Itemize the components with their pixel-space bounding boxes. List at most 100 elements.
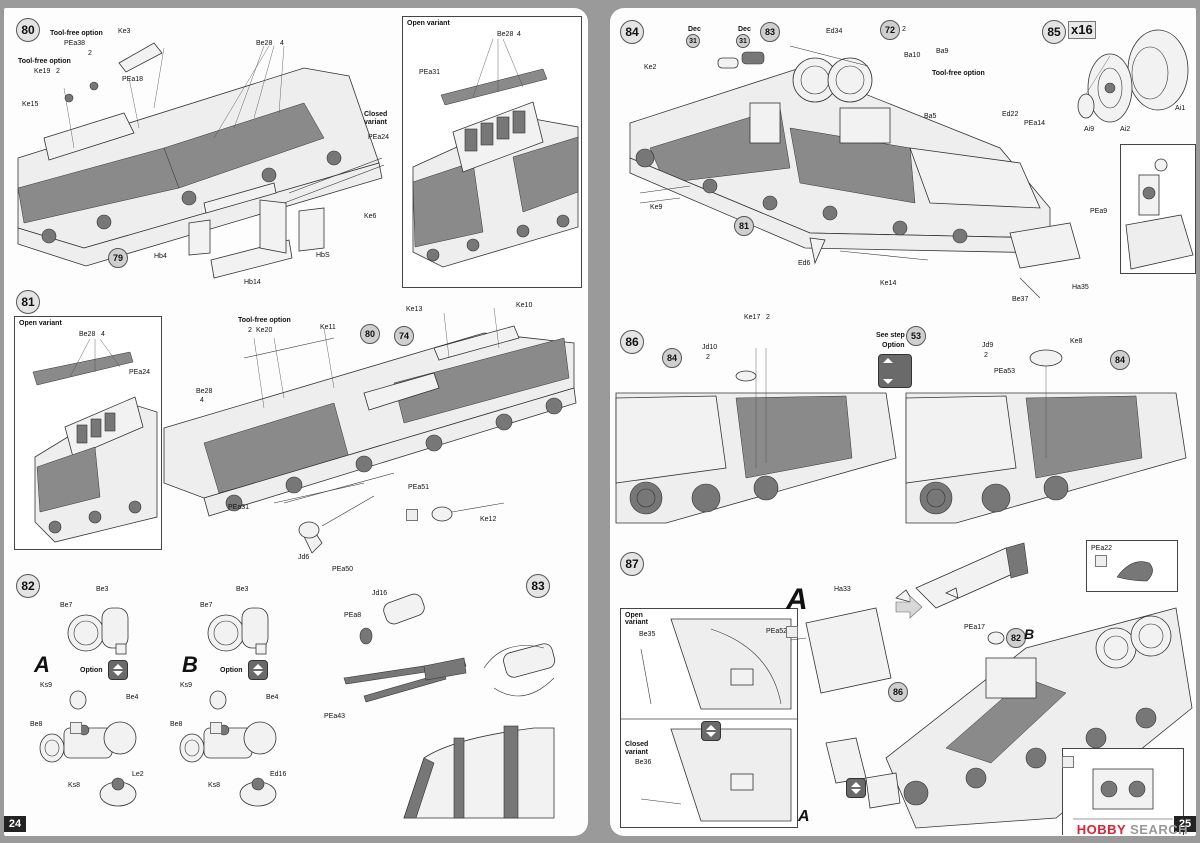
s83-pea8: PEa8 bbox=[344, 612, 362, 619]
s82-b-be3: Be3 bbox=[236, 586, 249, 593]
s82-b-glue-icon bbox=[210, 722, 222, 734]
step-87-drawing bbox=[790, 542, 1193, 829]
s84-ed34: Ed34 bbox=[826, 28, 843, 35]
s80-ke19-qty: 2 bbox=[56, 68, 60, 75]
s80-open-variant-drawing bbox=[412, 38, 579, 268]
s80-hb5: HbS bbox=[316, 252, 330, 259]
s82-a-be8: Be8 bbox=[30, 721, 43, 728]
s87-open-variant: Open variant bbox=[625, 612, 648, 626]
s82-variant-a: A bbox=[34, 652, 50, 677]
step-84-hull-drawing bbox=[629, 45, 1081, 299]
s81-open-be28: Be28 bbox=[79, 331, 96, 338]
s87-option-icon bbox=[846, 778, 866, 798]
s80-pea24: PEa24 bbox=[368, 134, 390, 141]
s82-a-option: Option bbox=[80, 667, 103, 674]
watermark-suffix: SEARCH bbox=[1130, 822, 1188, 837]
s82-a-ks8: Ks8 bbox=[68, 782, 81, 789]
s84-pea14: PEa14 bbox=[1024, 120, 1046, 127]
s82-a-be3: Be3 bbox=[96, 586, 109, 593]
s86-pea53: PEa53 bbox=[994, 368, 1016, 375]
s81-pea50: PEa50 bbox=[332, 566, 354, 573]
step-85-number: 85 bbox=[1042, 20, 1066, 44]
s80-pea38-qty: 2 bbox=[88, 50, 92, 57]
s81-ke20-qty: 2 bbox=[248, 327, 252, 334]
left-page-number: 24 bbox=[4, 816, 26, 832]
s81-ke11: Ke11 bbox=[320, 324, 336, 331]
s87-variant-drawing bbox=[621, 618, 797, 822]
s82-b-option-icon bbox=[248, 660, 268, 680]
s87-ref-82: 82 bbox=[1006, 628, 1026, 648]
s81-tool-free: Tool-free option bbox=[238, 317, 291, 324]
s87-variant-a-top: A bbox=[786, 583, 808, 616]
s81-decal-icon bbox=[406, 509, 418, 521]
s82-a-be4: Be4 bbox=[126, 694, 139, 701]
s87-variant-b: B bbox=[1024, 626, 1035, 642]
s80-closed-variant: Closed variant bbox=[364, 111, 388, 126]
s82-variant-b: B bbox=[182, 652, 198, 677]
step-83-drawing bbox=[343, 593, 556, 819]
s80-pea38: PEa38 bbox=[64, 40, 86, 47]
s84-ba9: Ba9 bbox=[936, 48, 949, 55]
s86-option-icon bbox=[878, 354, 912, 388]
s80-open-pea31: PEa31 bbox=[419, 69, 441, 76]
s84-ke2: Ke2 bbox=[644, 64, 657, 71]
s81-pea31: PEa31 bbox=[228, 504, 250, 511]
step-80-hull-drawing bbox=[17, 42, 385, 279]
s84-ke14: Ke14 bbox=[880, 280, 897, 287]
step-83-number: 83 bbox=[526, 574, 550, 598]
s87-engine-drawing bbox=[1073, 768, 1173, 820]
s82-b-ks8: Ks8 bbox=[208, 782, 221, 789]
s82-b-ks9: Ks9 bbox=[180, 682, 193, 689]
s80-tool-free-2: Tool-free option bbox=[18, 58, 71, 65]
s82-a-be7: Be7 bbox=[60, 602, 73, 609]
s80-hb14: Hb14 bbox=[244, 279, 261, 286]
s87-closed-variant: Closed variant bbox=[625, 741, 649, 756]
s86-jd9: Jd9 bbox=[982, 342, 994, 349]
s86-jd10: Jd10 bbox=[702, 344, 718, 351]
s81-ke13: Ke13 bbox=[406, 306, 423, 313]
s82-ed16: Ed16 bbox=[270, 771, 287, 778]
s84-ref-83: 83 bbox=[760, 22, 780, 42]
s84-dec-1-ref: 31 bbox=[686, 34, 700, 48]
s86-ref-84-right: 84 bbox=[1110, 350, 1130, 370]
s87-pea22-decal-icon bbox=[1095, 555, 1107, 567]
s80-ke19: Ke19 bbox=[34, 68, 51, 75]
s86-see-step-ref: 53 bbox=[906, 326, 926, 346]
s86-jd10-qty: 2 bbox=[706, 354, 710, 361]
s81-open-pea24: PEa24 bbox=[129, 369, 151, 376]
s80-tool-free-1: Tool-free option bbox=[50, 30, 103, 37]
s87-open-option-icon bbox=[701, 721, 721, 741]
s86-ke17: Ke17 bbox=[744, 314, 761, 321]
s85-ai9: Ai9 bbox=[1084, 126, 1095, 133]
s82-b-be8: Be8 bbox=[170, 721, 183, 728]
right-page: 84 Dec 31 Dec 31 83 Ed34 72 bbox=[610, 8, 1196, 836]
s87-variant-a-bottom: A bbox=[798, 808, 810, 825]
s82-b-option: Option bbox=[220, 667, 243, 674]
s80-open-be28: Be28 bbox=[497, 31, 514, 38]
s82-a-ks9: Ks9 bbox=[40, 682, 53, 689]
s84-ed22: Ed22 bbox=[1002, 111, 1019, 118]
s80-pea18: PEa18 bbox=[122, 76, 144, 83]
s80-ref-79: 79 bbox=[108, 248, 128, 268]
s87-pea22-drawing bbox=[1116, 561, 1153, 582]
s87-engine-glue-icon bbox=[1062, 756, 1074, 768]
s84-ba10: Ba10 bbox=[904, 52, 921, 59]
s80-ke15: Ke15 bbox=[22, 101, 39, 108]
step-82-number: 82 bbox=[16, 574, 40, 598]
s87-ha33: Ha33 bbox=[834, 586, 851, 593]
step-81-hull-drawing bbox=[163, 307, 577, 554]
s86-ke17-qty: 2 bbox=[766, 314, 770, 321]
s84-ref-81: 81 bbox=[734, 216, 754, 236]
s81-pea51: PEa51 bbox=[408, 484, 430, 491]
s84-ref-72: 72 bbox=[880, 20, 900, 40]
s84-dec-1: Dec bbox=[688, 26, 701, 33]
step-87-number: 87 bbox=[620, 552, 644, 576]
s87-pea17: PEa17 bbox=[964, 624, 986, 631]
step-82-drawing bbox=[39, 607, 277, 807]
s80-open-variant-panel: Open variant Be28 4 PEa31 bbox=[402, 16, 582, 288]
s87-be36: Be36 bbox=[635, 759, 652, 766]
s84-dec-2: Dec bbox=[738, 26, 751, 33]
s87-pea52: PEa52 bbox=[766, 628, 788, 635]
s87-pea22-inset: PEa22 bbox=[1086, 540, 1178, 592]
